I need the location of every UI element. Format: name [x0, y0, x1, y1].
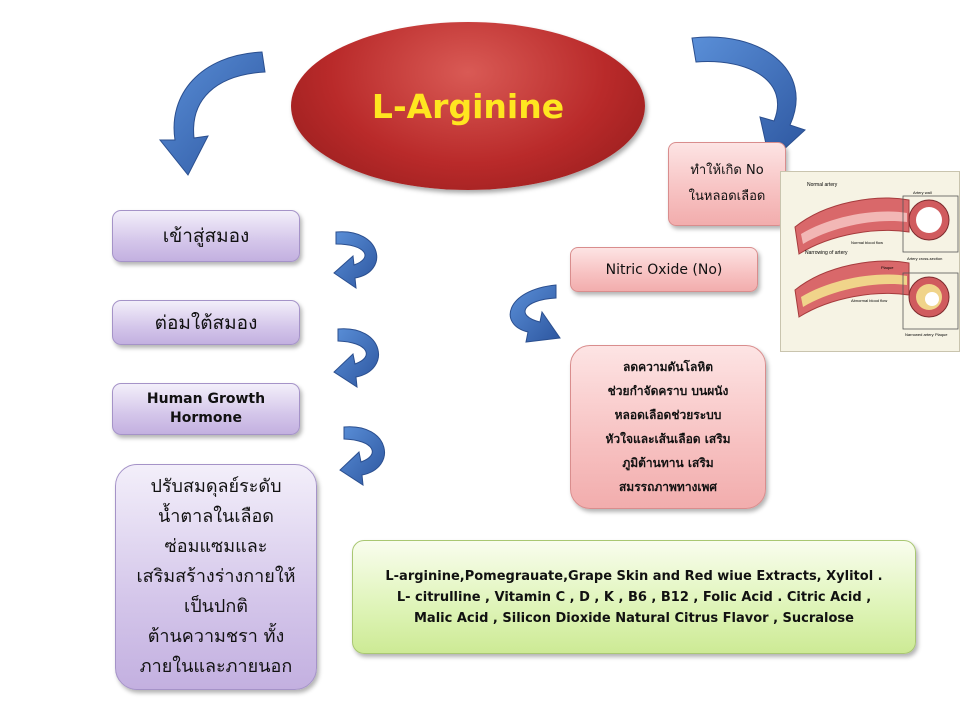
artery-label-narrowed: Narrowed artery	[905, 332, 934, 337]
box-growth-hormone-line-1: Human Growth	[146, 391, 266, 407]
box-benefits-right-line-3: หลอดเลือดช่วยระบบ	[614, 408, 722, 422]
artery-label-normal-flow: Normal blood flow	[851, 240, 883, 245]
artery-label-cross-section: Artery cross-section	[907, 256, 942, 261]
page-title: L-Arginine	[371, 86, 565, 126]
box-enter-brain-label: เข้าสู่สมอง	[162, 225, 250, 247]
box-benefits-right-line-6: สมรรถภาพทางเพศ	[618, 480, 718, 494]
box-benefits-left-line-3: ซ่อมแซมและ	[164, 536, 268, 557]
ingredients-box: L-arginine,Pomegrauate,Grape Skin and Re…	[352, 540, 916, 654]
artery-label-abnormal-flow: Abnormal blood flow	[851, 298, 887, 303]
box-benefits-left-line-4: เสริมสร้างร่างกายให้	[136, 566, 296, 587]
box-effect-no: ทำให้เกิด No ในหลอดเลือด	[668, 142, 786, 226]
box-nitric-oxide-label: Nitric Oxide (No)	[605, 261, 723, 278]
box-effect-no-line-1: ทำให้เกิด No	[690, 163, 764, 178]
artery-label-plaque-2: Plaque	[935, 332, 948, 337]
box-benefits-right-line-5: ภูมิต้านทาน เสริม	[622, 456, 714, 470]
box-growth-hormone: Human Growth Hormone	[112, 383, 300, 435]
box-benefits-left-line-1: ปรับสมดุลย์ระดับ	[150, 476, 282, 497]
box-benefits-right-line-2: ช่วยกำจัดคราบ บนผนัง	[607, 384, 729, 398]
box-pituitary-label: ต่อมใต้สมอง	[154, 311, 258, 334]
box-enter-brain: เข้าสู่สมอง	[112, 210, 300, 262]
box-benefits-left-line-6: ต้านความชรา ทั้ง	[147, 626, 285, 647]
box-benefits-right-line-1: ลดความดันโลหิต	[622, 360, 714, 374]
box-benefits-left-line-5: เป็นปกติ	[184, 596, 248, 617]
box-benefits-left-line-7: ภายในและภายนอก	[139, 656, 293, 677]
box-nitric-oxide: Nitric Oxide (No)	[570, 247, 758, 292]
box-benefits-right: ลดความดันโลหิต ช่วยกำจัดคราบ บนผนัง หลอด…	[570, 345, 766, 509]
box-benefits-left-line-2: น้ำตาลในเลือด	[157, 506, 274, 527]
box-pituitary: ต่อมใต้สมอง	[112, 300, 300, 345]
box-growth-hormone-line-2: Hormone	[170, 410, 242, 426]
box-benefits-right-line-4: หัวใจและเส้นเลือด เสริม	[605, 432, 731, 446]
artery-illustration: Normal artery Narrowing of artery Artery…	[780, 171, 960, 352]
ingredients-line-1: L-arginine,Pomegrauate,Grape Skin and Re…	[385, 568, 883, 584]
ingredients-line-3: Malic Acid , Silicon Dioxide Natural Cit…	[414, 610, 854, 626]
ingredients-line-2: L- citrulline , Vitamin C , D , K , B6 ,…	[396, 589, 872, 605]
artery-label-plaque-1: Plaque	[881, 265, 894, 270]
box-effect-no-line-2: ในหลอดเลือด	[688, 189, 766, 204]
artery-label-normal: Normal artery	[807, 182, 838, 188]
title-oval: L-Arginine	[291, 22, 645, 190]
artery-label-narrowing: Narrowing of artery	[805, 250, 848, 256]
artery-label-wall: Artery wall	[913, 190, 932, 195]
box-benefits-left: ปรับสมดุลย์ระดับ น้ำตาลในเลือด ซ่อมแซมแล…	[115, 464, 317, 690]
